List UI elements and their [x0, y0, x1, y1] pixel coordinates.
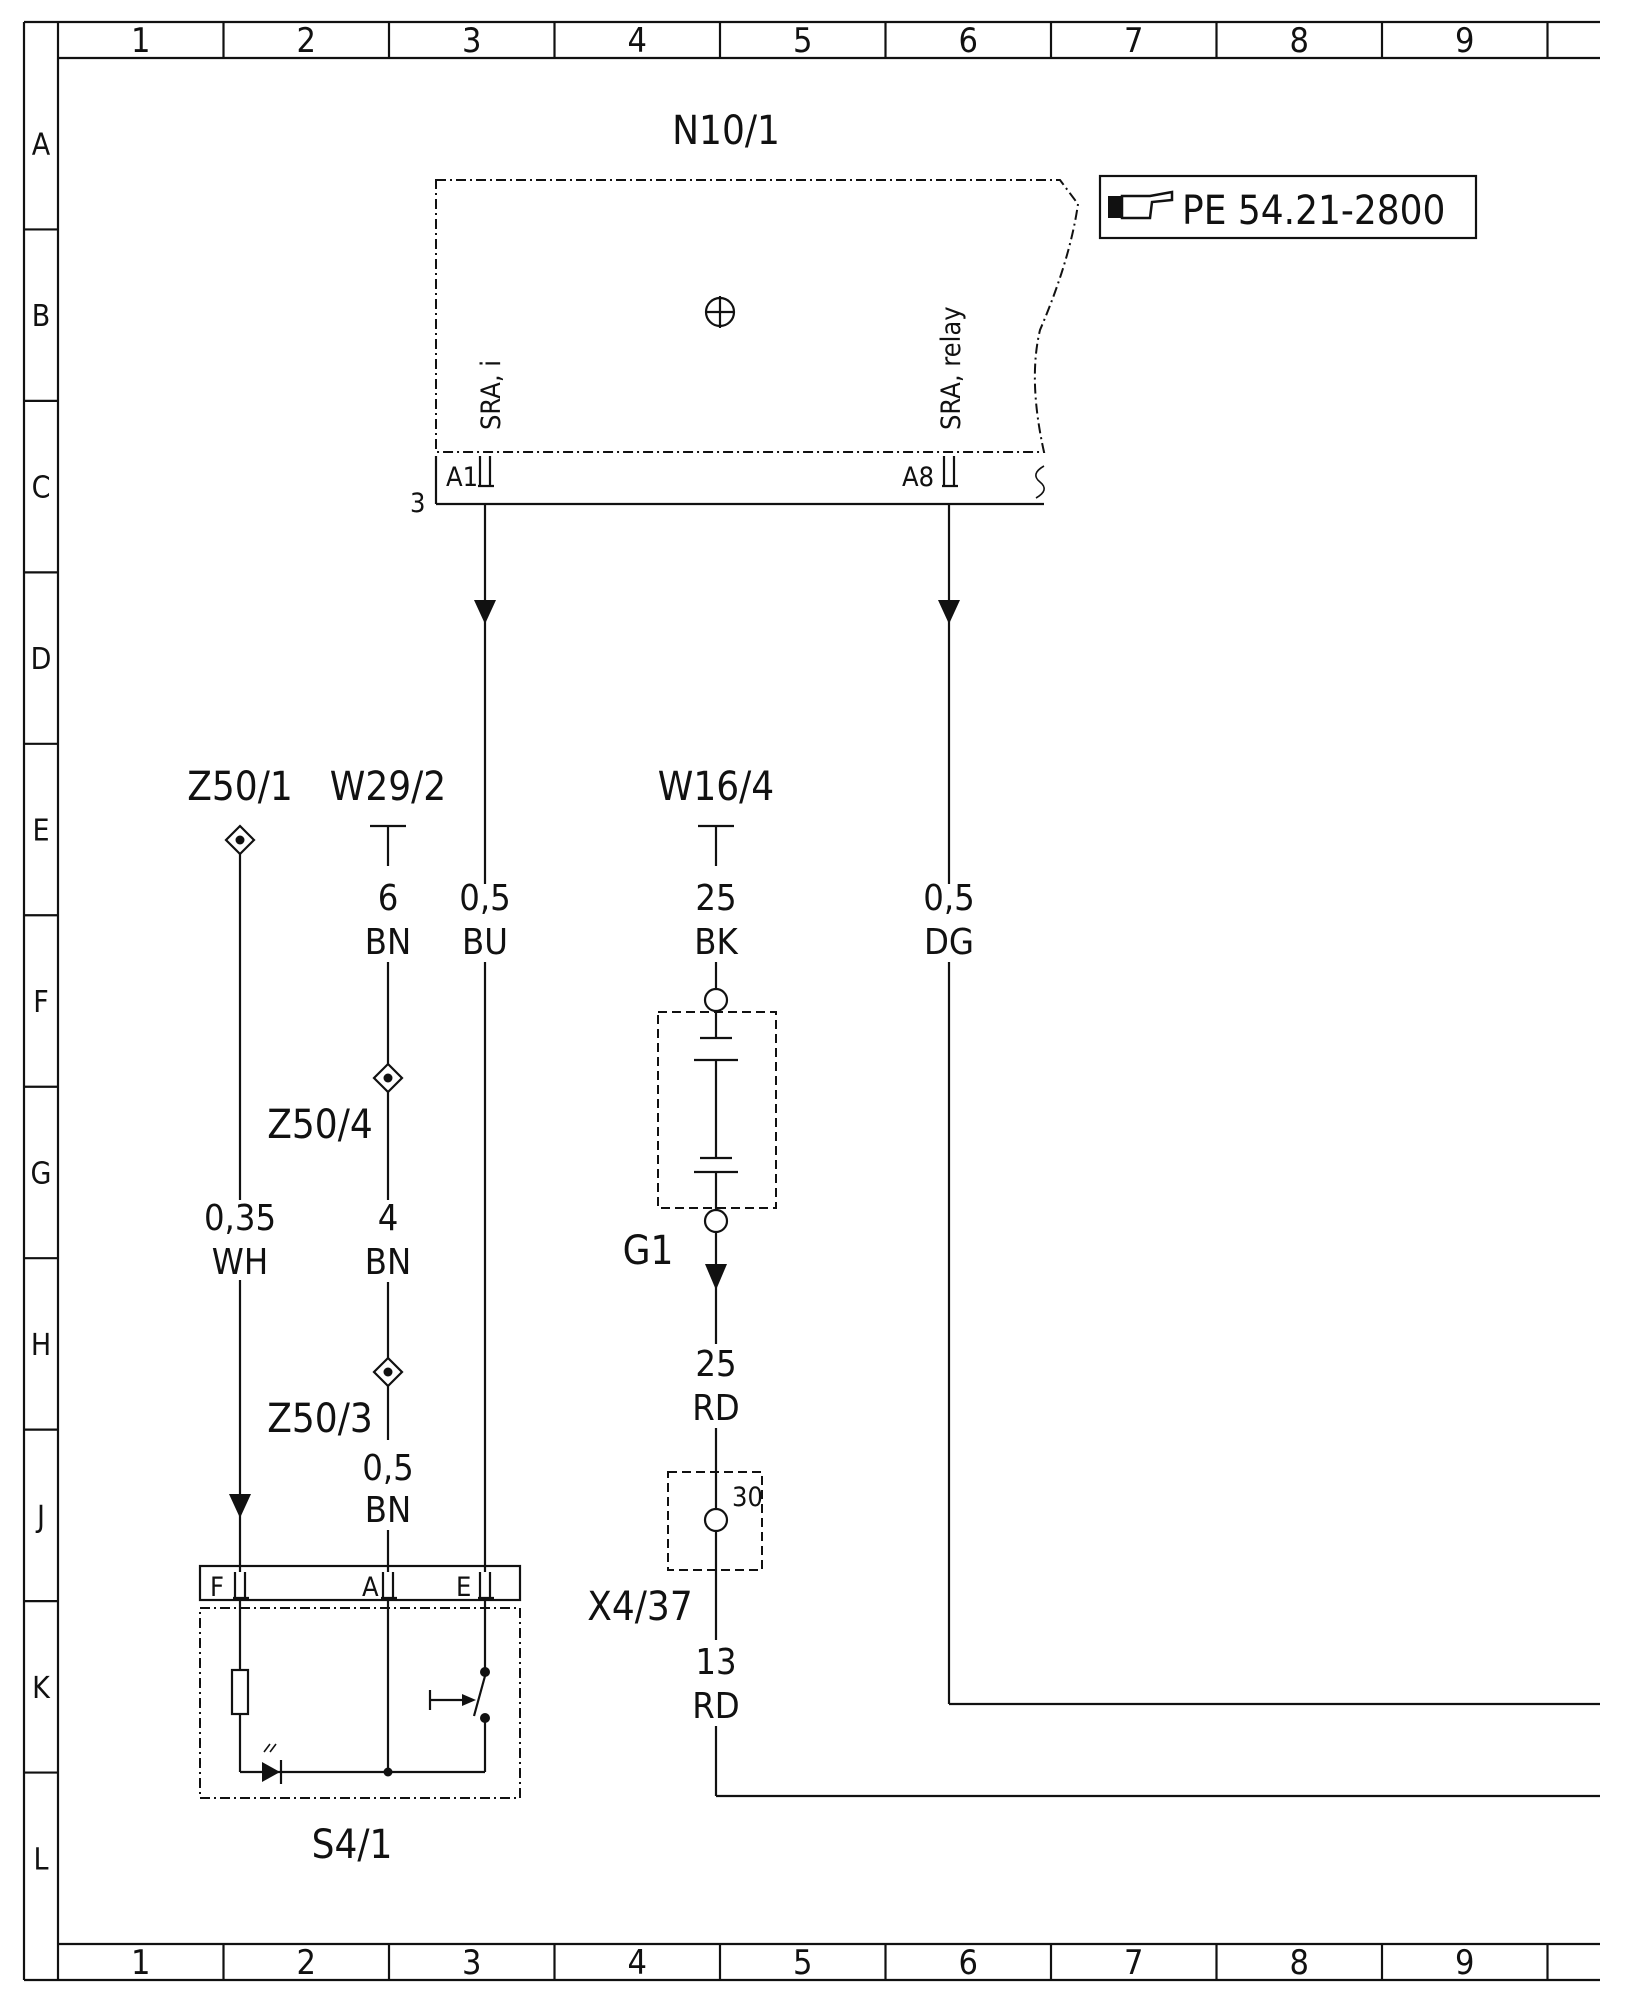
wire-dg: 0,5 DG [923, 504, 1600, 1706]
pin-a8-label: A8 [902, 462, 934, 493]
pin-a1-function: SRA, i [476, 360, 507, 430]
wire-bk-25: 25 BK [694, 878, 738, 990]
z50-1-connector: Z50/1 [187, 764, 293, 856]
row-label-F: F [33, 985, 49, 1020]
push-switch-icon [428, 1675, 487, 1717]
pin-e-label: E [456, 1572, 471, 1603]
wire-dg-size: 0,5 [923, 878, 975, 919]
column-label-bottom-1: 1 [131, 1943, 150, 1983]
column-label-bottom-5: 5 [793, 1943, 812, 1983]
wire-rd13-color: RD [692, 1686, 739, 1727]
wire-bu: 0,5 BU [459, 504, 511, 1572]
wire-bn6-size: 6 [378, 878, 399, 919]
pointing-hand-icon [1108, 190, 1174, 220]
z50-4-connector: Z50/4 [267, 1062, 404, 1148]
column-label-bottom-7: 7 [1124, 1943, 1143, 1983]
wire-rd25-size: 25 [695, 1344, 736, 1385]
reference-box: PE 54.21-2800 [1098, 174, 1478, 240]
pin-a8-function: SRA, relay [936, 306, 967, 430]
wire-bn6-color: BN [365, 922, 411, 963]
wire-rd-13: 13 RD [692, 1531, 1600, 1798]
pin-f-label: F [210, 1572, 224, 1603]
row-label-D: D [31, 642, 52, 677]
column-label-bottom-9: 9 [1455, 1943, 1474, 1983]
row-label-C: C [32, 471, 51, 506]
wire-wh-color: WH [212, 1242, 268, 1283]
n10-1-module: N10/1 SRA, i SRA, relay A1 A8 3 [410, 108, 1080, 519]
led-icon [262, 1743, 283, 1784]
column-label-top-9: 9 [1455, 21, 1474, 61]
w16-4-ground: W16/4 [658, 764, 774, 866]
wire-bk25-color: BK [694, 922, 738, 963]
wire-rd13-size: 13 [695, 1642, 736, 1683]
wire-wh: 0,35 WH [204, 854, 276, 1572]
wire-bn05-color: BN [365, 1490, 411, 1531]
connector-number: 3 [410, 488, 425, 519]
n10-1-label: N10/1 [672, 108, 780, 154]
column-label-top-8: 8 [1290, 21, 1309, 61]
column-label-top-4: 4 [628, 21, 647, 61]
pin-a-label: A [362, 1572, 379, 1603]
column-label-top-2: 2 [297, 21, 316, 61]
wire-rd25-color: RD [692, 1388, 739, 1429]
wire-bn05-size: 0,5 [362, 1448, 414, 1489]
column-label-top-3: 3 [462, 21, 481, 61]
wire-rd-25: 25 RD [692, 1232, 740, 1508]
wire-bn-6: 6 BN [365, 878, 411, 1064]
w29-2-label: W29/2 [330, 764, 446, 810]
wire-bn4-color: BN [365, 1242, 411, 1283]
wire-dg-color: DG [924, 922, 974, 963]
row-label-K: K [32, 1671, 51, 1706]
x4-37-label: X4/37 [587, 1584, 692, 1630]
wire-bn4-size: 4 [378, 1198, 399, 1239]
column-label-bottom-6: 6 [959, 1943, 978, 1983]
column-label-bottom-8: 8 [1290, 1943, 1309, 1983]
wire-bn-4: 4 BN [365, 1092, 411, 1358]
diagram-frame [22, 20, 1600, 1982]
wire-bu-size: 0,5 [459, 878, 511, 919]
g1-label: G1 [623, 1228, 674, 1274]
row-label-A: A [32, 128, 51, 163]
z50-3-label: Z50/3 [267, 1396, 372, 1442]
s4-1-label: S4/1 [312, 1822, 393, 1868]
z50-3-connector: Z50/3 [267, 1356, 404, 1442]
wire-bu-color: BU [462, 922, 508, 963]
row-label-G: G [31, 1156, 52, 1191]
z50-1-label: Z50/1 [187, 764, 292, 810]
column-label-top-6: 6 [959, 21, 978, 61]
s4-1-switch: F A E S4/1 [198, 1564, 522, 1868]
column-label-top-5: 5 [793, 21, 812, 61]
row-label-L: L [33, 1842, 48, 1877]
reference-code: PE 54.21-2800 [1182, 188, 1445, 234]
w16-4-label: W16/4 [658, 764, 774, 810]
column-label-bottom-2: 2 [297, 1943, 316, 1983]
w29-2-ground: W29/2 [330, 764, 446, 866]
resistor-icon [230, 1668, 250, 1716]
column-label-top-1: 1 [131, 21, 150, 61]
wire-wh-size: 0,35 [204, 1198, 276, 1239]
wire-bk25-size: 25 [695, 878, 736, 919]
pin-a1-label: A1 [446, 462, 478, 493]
column-grid: 1 1 2 2 3 3 4 4 5 5 6 6 7 7 8 8 9 9 [56, 21, 1549, 1983]
column-label-bottom-4: 4 [628, 1943, 647, 1983]
z50-4-label: Z50/4 [267, 1102, 372, 1148]
column-label-top-7: 7 [1124, 21, 1143, 61]
row-label-B: B [32, 299, 51, 334]
row-grid: A B C D E F G H J K L [24, 128, 58, 1877]
x4-37-terminal-number: 30 [732, 1482, 763, 1513]
x4-37-terminal: 30 X4/37 [587, 1471, 763, 1630]
g1-battery: G1 [623, 987, 777, 1274]
row-label-H: H [31, 1328, 51, 1363]
row-label-J: J [35, 1499, 45, 1534]
column-label-bottom-3: 3 [462, 1943, 481, 1983]
transistor-icon [704, 296, 736, 328]
row-label-E: E [32, 814, 49, 849]
